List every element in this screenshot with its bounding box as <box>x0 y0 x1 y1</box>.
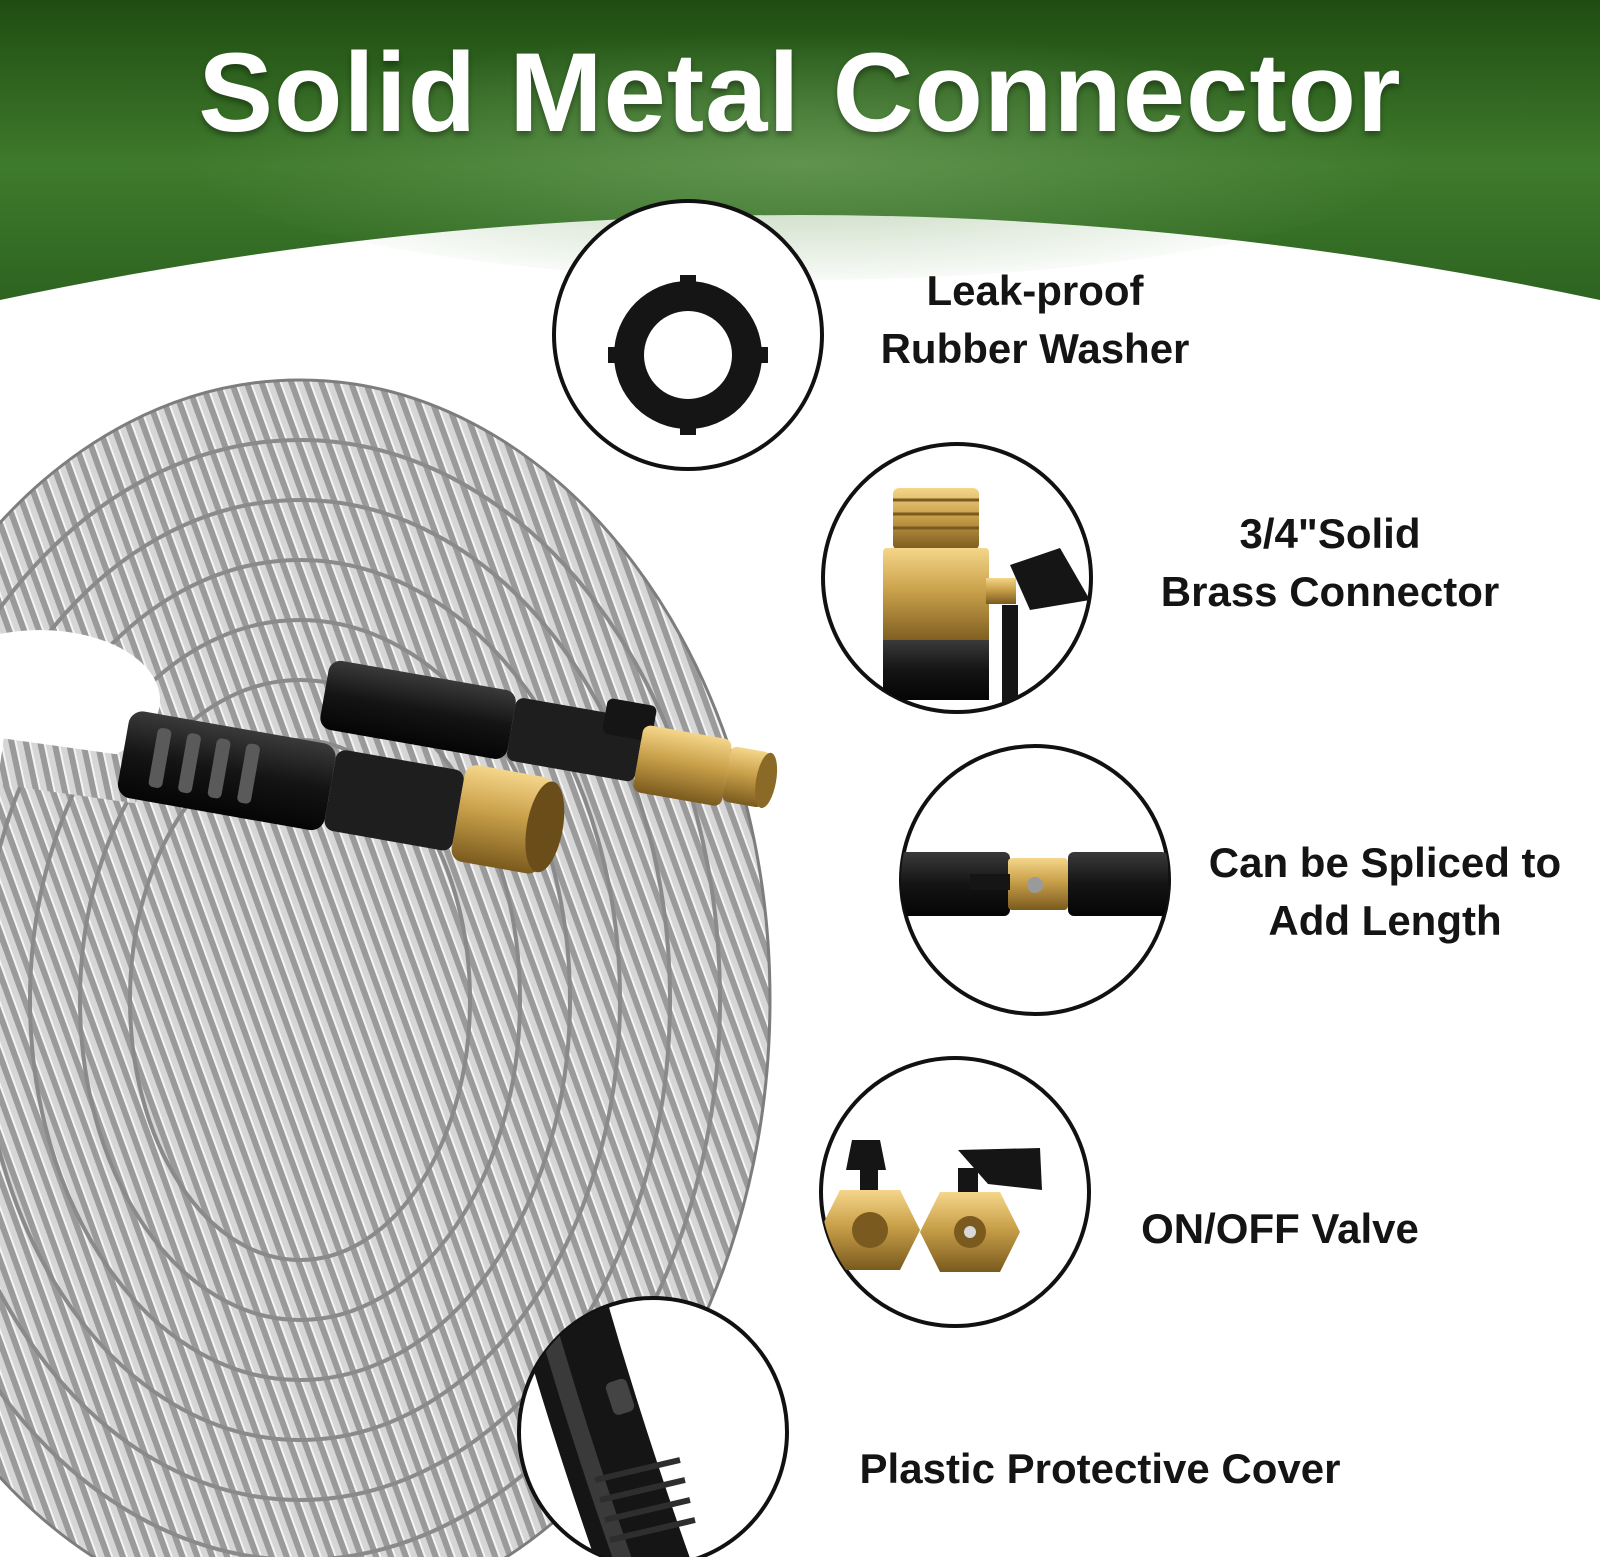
brass-connector-icon <box>821 442 1093 714</box>
feature-label-splice: Can be Spliced to Add Length <box>1208 839 1562 944</box>
hose-end-fittings <box>0 660 778 874</box>
protective-cover-icon <box>517 1296 789 1557</box>
on-off-valve-icon <box>819 1056 1091 1328</box>
page-title: Solid Metal Connector <box>198 30 1402 155</box>
feature-label-brass: 3/4"Solid Brass Connector <box>1160 510 1500 615</box>
feature-label-valve: ON/OFF Valve <box>1141 1205 1419 1252</box>
splice-connector-icon <box>899 744 1171 1016</box>
feature-label-cover: Plastic Protective Cover <box>859 1445 1341 1492</box>
green-banner <box>0 0 1600 300</box>
hose-coil <box>0 378 772 1557</box>
rubber-washer-icon <box>552 199 824 471</box>
feature-label-washer: Leak-proof Rubber Washer <box>880 267 1190 372</box>
